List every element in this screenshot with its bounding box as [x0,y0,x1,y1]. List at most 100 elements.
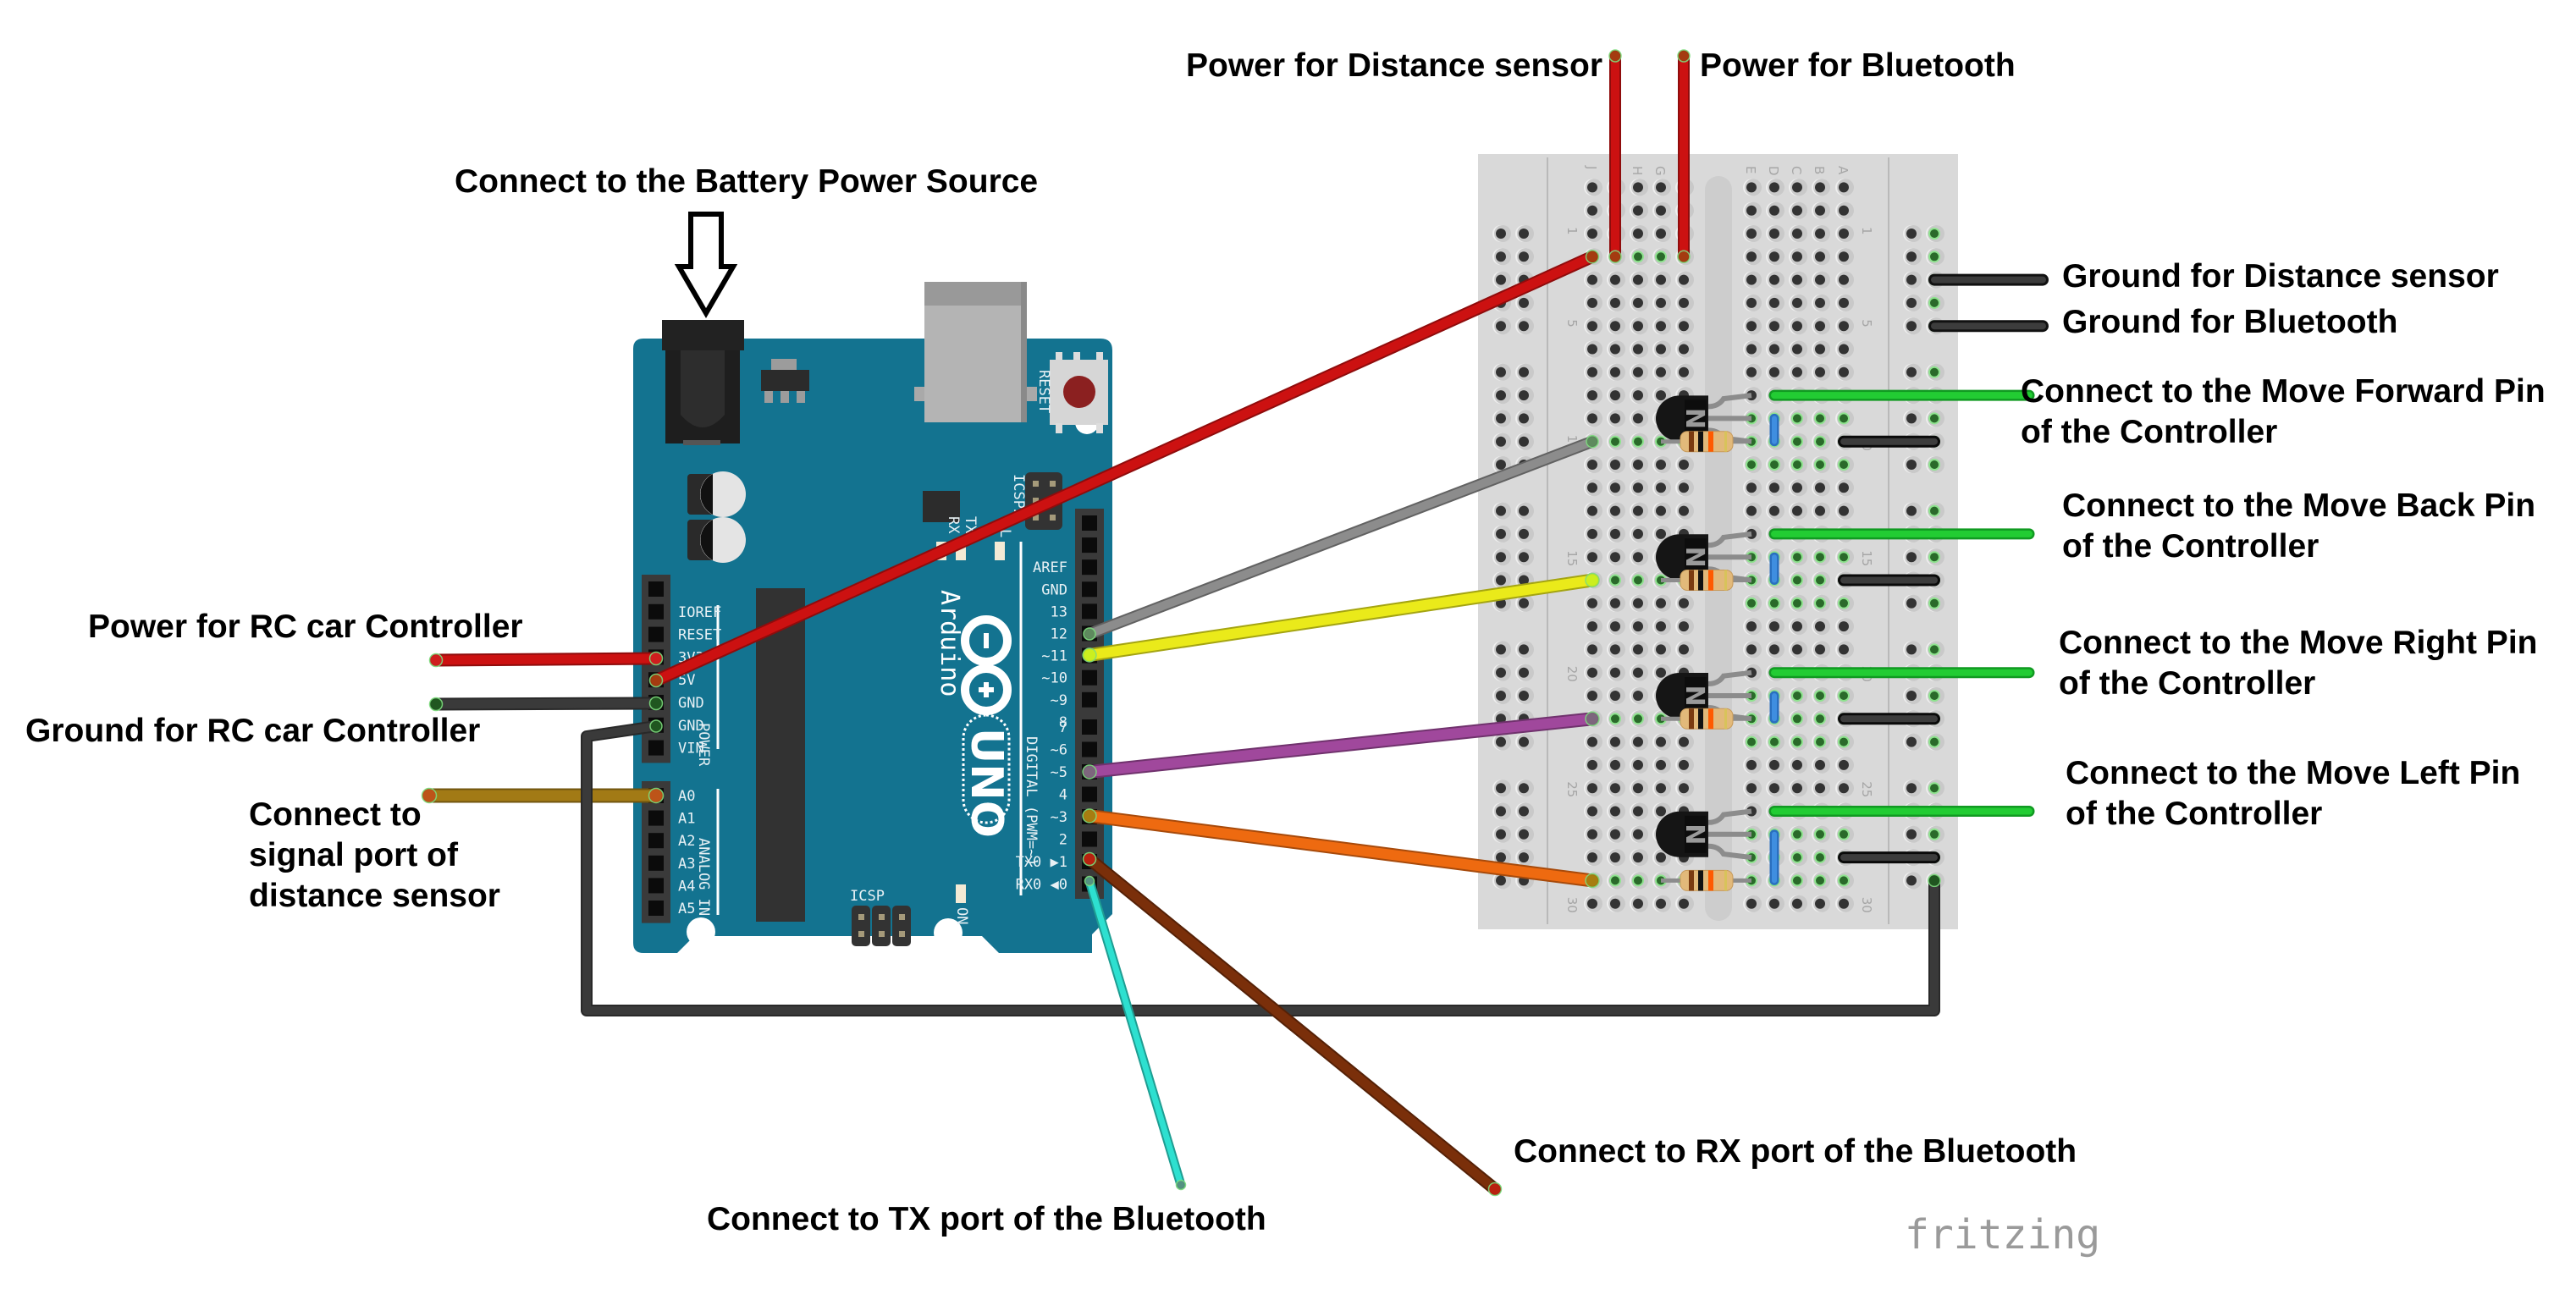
header-pin[interactable] [648,603,664,620]
capacitor-stripe [700,520,713,560]
header-pin[interactable] [648,901,664,916]
hole-socket [1815,251,1825,262]
header-pin[interactable] [1082,719,1097,735]
header-pin[interactable] [648,810,664,826]
wire-end[interactable] [1677,250,1691,264]
wire-end[interactable] [1082,808,1097,824]
pin-label: ~11 [1041,648,1067,665]
wire-core [1084,575,1597,660]
header-pin[interactable] [1082,559,1097,576]
hole-socket [1496,274,1506,285]
hole-socket [1633,344,1643,355]
header-pin[interactable] [1082,691,1097,708]
wire-gnd-to-rail[interactable] [581,719,1941,1016]
wire-end[interactable] [648,673,664,688]
header-pin[interactable] [1082,786,1097,802]
pin-label: A1 [678,811,695,828]
wire-end[interactable] [648,787,665,804]
wire-end[interactable] [648,696,664,711]
wire-left-control[interactable] [1082,808,1600,889]
wire-end[interactable] [649,719,663,733]
reset-button[interactable] [1050,352,1108,433]
hole-socket [1496,736,1506,747]
wire-end[interactable] [1677,49,1691,63]
hole-socket [1519,691,1529,701]
wire-end[interactable] [1084,875,1095,887]
wire-rc-power[interactable] [428,651,664,668]
wire-5v-to-breadboard[interactable] [648,250,1600,688]
transistor-leg [1707,808,1752,825]
wire-end[interactable] [1083,627,1096,641]
mounting-hole [687,917,715,946]
wire-end[interactable] [648,651,664,666]
wire-end[interactable] [1487,1182,1503,1197]
wire-back-control[interactable] [1082,572,1600,663]
power-header [642,575,670,763]
header-pin[interactable] [1082,669,1097,686]
regulator-leg [797,391,805,403]
signal-label-3: distance sensor [249,878,500,914]
wire-end[interactable] [1586,434,1599,449]
hole-socket [1928,504,1940,517]
header-pin[interactable] [1082,831,1097,847]
dc-power-jack[interactable] [662,320,744,445]
wire-end[interactable] [1082,851,1097,867]
wire-rc-ground[interactable] [428,696,664,712]
header-pin[interactable] [1082,537,1097,554]
hole-socket [1906,297,1917,308]
header-pin[interactable] [648,581,664,597]
wire-sensor-signal[interactable] [421,787,665,804]
header-pin[interactable] [648,878,664,894]
header-pin[interactable] [1082,515,1097,531]
icsp-pin [858,931,864,937]
wire-power-bluetooth[interactable] [1677,49,1691,264]
pin-label: TX0 ▶1 [1016,854,1067,871]
header-pin[interactable] [648,833,664,849]
icsp-pin [858,914,864,920]
pin-label: ~9 [1051,692,1067,709]
hole-socket [1610,667,1620,678]
wire-end[interactable] [421,787,438,804]
wire-end[interactable] [1585,250,1600,264]
hole-socket [1791,690,1803,702]
wire-end[interactable] [1585,572,1600,588]
wire-end[interactable] [1608,250,1622,264]
hole-socket [1496,413,1506,424]
wire-power-distance[interactable] [1608,49,1622,264]
resistor [1661,431,1751,453]
wire-core [431,653,661,665]
wire-end[interactable] [1082,647,1097,663]
hole-socket [1815,321,1825,332]
header-pin[interactable] [1082,603,1097,620]
pin-label: A5 [678,901,695,917]
hole-socket [1496,644,1506,655]
regulator-body [761,370,809,391]
wire-bt-tx[interactable] [1084,875,1187,1191]
wire-end[interactable] [1585,873,1600,889]
header-pin[interactable] [1082,581,1097,598]
hole-socket [1838,412,1850,425]
wire-right-control[interactable] [1082,711,1600,779]
wire-end[interactable] [428,653,444,668]
usb-connector[interactable] [914,282,1037,422]
wire-end[interactable] [1608,49,1622,63]
header-pin[interactable] [648,626,664,642]
header-pin[interactable] [648,855,664,871]
resistor-band [1698,431,1703,452]
wire-end[interactable] [1175,1179,1187,1191]
wire-bt-rx[interactable] [1082,851,1503,1197]
wire-end[interactable] [1585,711,1600,727]
header-pin[interactable] [648,740,664,756]
hole-socket [1496,366,1506,377]
wire-end[interactable] [428,697,444,712]
wire-forward-control[interactable] [1083,434,1599,641]
power-bluetooth-label: Power for Bluetooth [1700,47,2016,84]
wire-end[interactable] [1082,764,1097,779]
column-label: G [1652,166,1668,176]
hole-socket [1839,344,1849,355]
hole-socket [1928,690,1940,702]
resistor-band [1689,570,1694,591]
header-pin[interactable] [1082,741,1097,757]
wire-end[interactable] [1928,873,1941,888]
hole-socket [1496,390,1506,401]
